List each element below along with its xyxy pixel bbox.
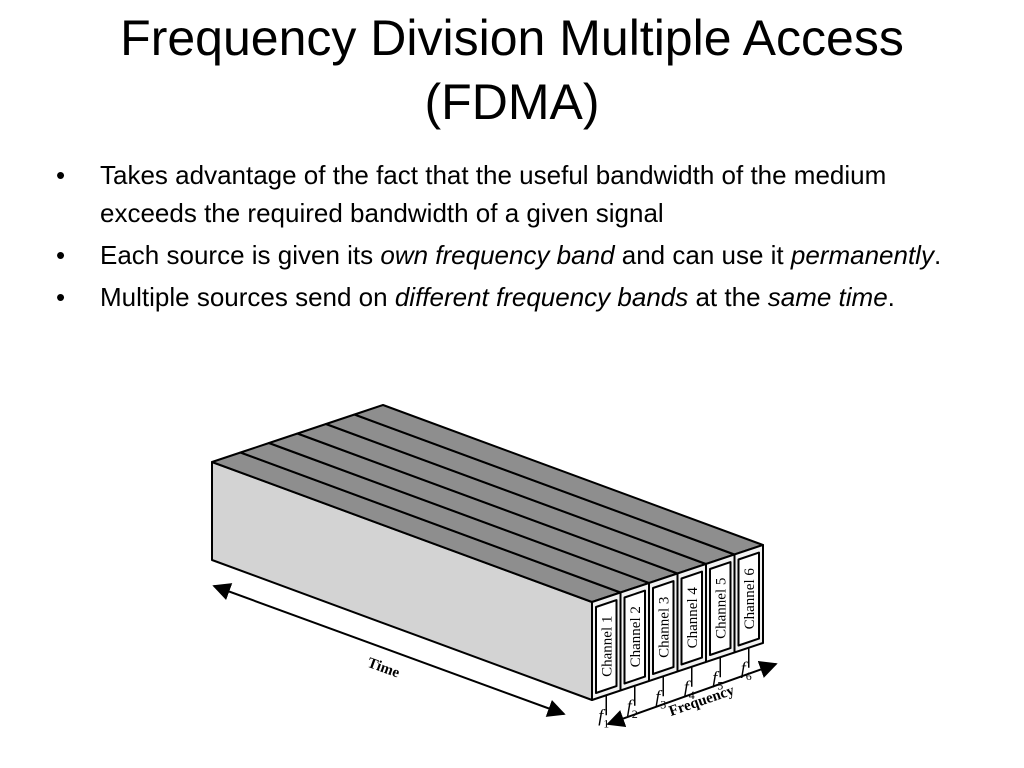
channel-slot <box>680 570 703 666</box>
bullet-text: at the <box>688 282 768 312</box>
channel-slot <box>709 561 732 656</box>
channel-slot <box>737 551 760 647</box>
emphasized-text: permanently <box>790 240 934 270</box>
frequency-label: f1 <box>598 705 609 730</box>
bullet-item: • Each source is given its own frequency … <box>56 236 956 274</box>
frequency-subscript: 6 <box>746 669 752 683</box>
emphasized-text: different frequency bands <box>394 282 689 312</box>
bullet-text: Takes advantage of the fact that the use… <box>100 160 887 228</box>
title-line-2: (FDMA) <box>424 74 600 130</box>
frequency-symbol: f <box>598 705 606 725</box>
emphasized-text: own frequency band <box>380 240 615 270</box>
bullet-text: and can use it <box>614 240 791 270</box>
frequency-label: f6 <box>741 658 752 683</box>
bullet-text: . <box>887 282 895 312</box>
frequency-arrow <box>606 660 778 728</box>
channel-label: Channel 5 <box>713 578 729 639</box>
channel-label: Channel 6 <box>742 568 758 630</box>
bullet-item: • Multiple sources send on different freq… <box>56 278 956 316</box>
channel-label: Channel 4 <box>685 587 701 649</box>
bullet-marker: • <box>56 240 66 270</box>
bullet-item: • Takes advantage of the fact that the us… <box>56 156 956 232</box>
emphasized-text: same time <box>767 282 888 312</box>
time-label: Time <box>365 655 402 681</box>
channel-label: Channel 1 <box>599 616 615 677</box>
bullet-text: . <box>933 240 942 270</box>
time-arrow <box>212 583 566 717</box>
bullet-text: Multiple sources send on <box>100 282 395 312</box>
bullet-list: • Takes advantage of the fact that the us… <box>56 156 956 320</box>
slide-title: Frequency Division Multiple Access (FDMA… <box>0 6 1024 134</box>
bullet-text: Each source is given its <box>100 240 381 270</box>
title-line-1: Frequency Division Multiple Access <box>120 10 904 66</box>
frequency-axis-label: Frequency <box>667 682 737 719</box>
channel-label: Channel 3 <box>656 597 672 658</box>
channel-label: Channel 2 <box>628 606 644 667</box>
bullet-marker: • <box>56 160 66 190</box>
bullet-marker: • <box>56 282 66 312</box>
frequency-subscript: 1 <box>603 716 609 730</box>
